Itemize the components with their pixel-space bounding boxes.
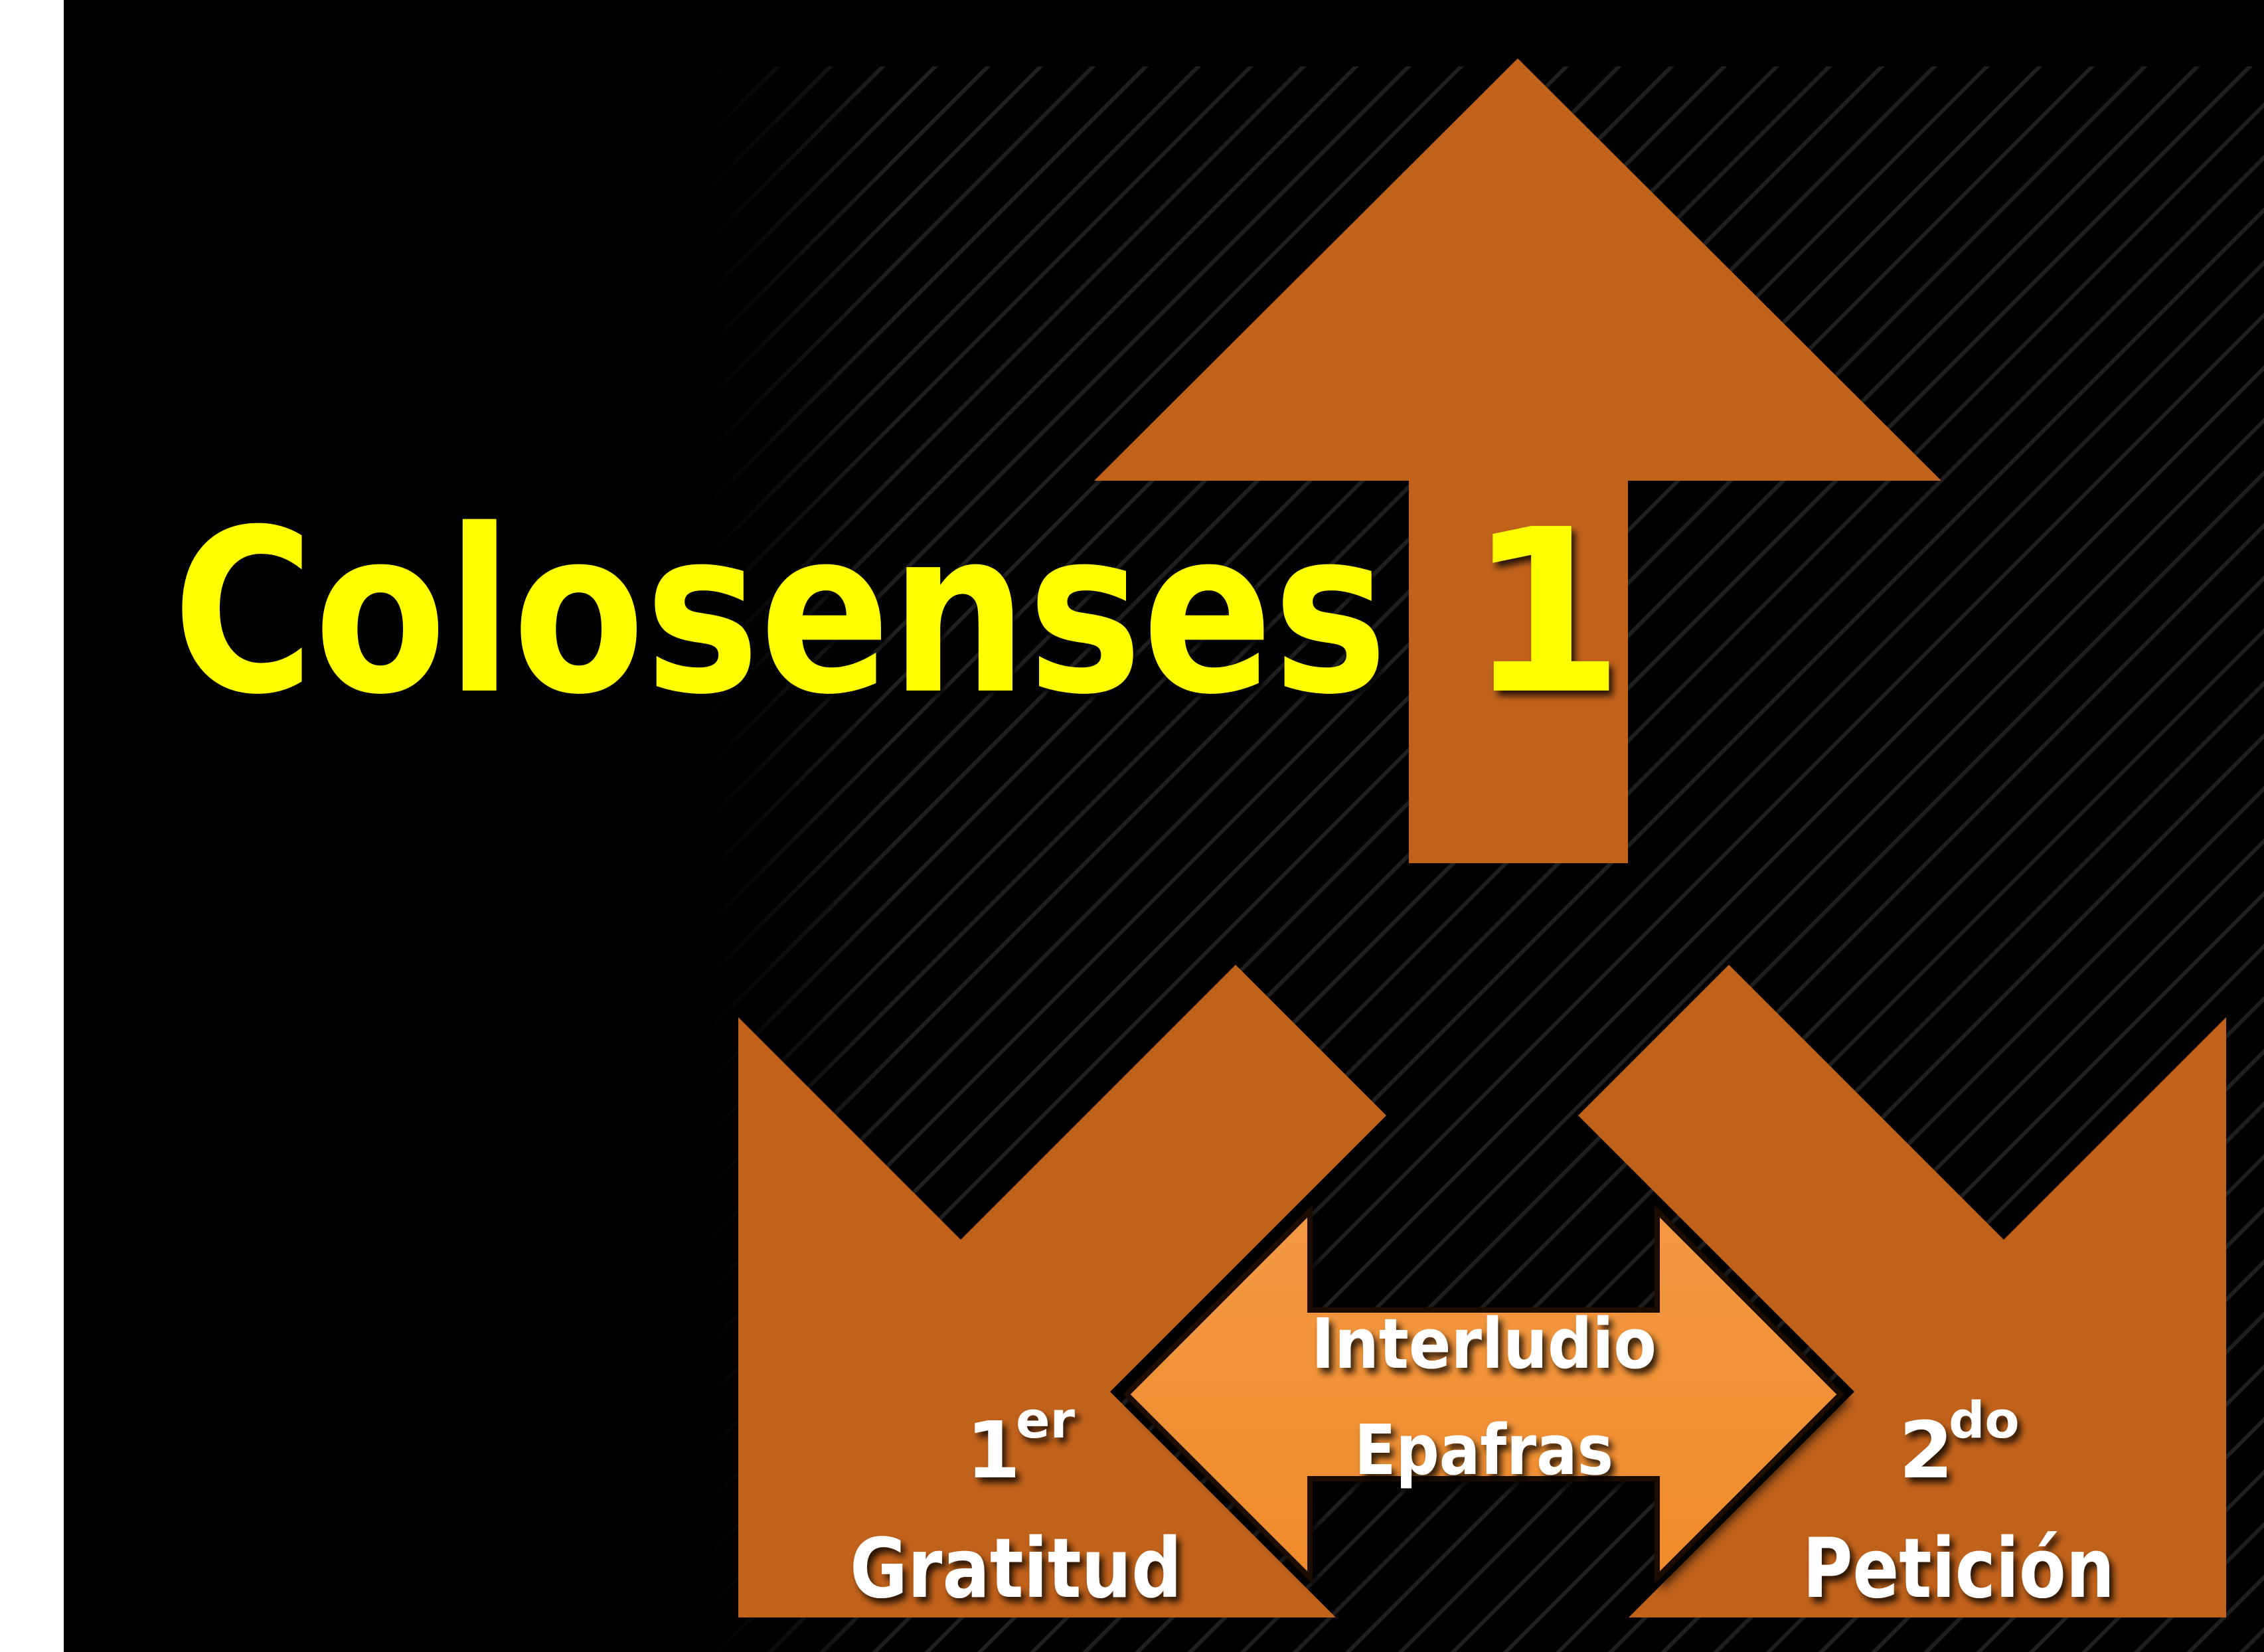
left-label: 1 er Gratitud xyxy=(850,1390,1182,1617)
center-label-line1: Interludio xyxy=(1311,1303,1657,1384)
left-label-text: Gratitud xyxy=(850,1521,1182,1617)
center-label: Interludio Epafras xyxy=(1311,1303,1657,1491)
left-down-arrow xyxy=(738,965,1386,1617)
title-word: Colosenses xyxy=(173,481,1388,744)
center-label-line2: Epafras xyxy=(1354,1410,1613,1491)
double-arrow xyxy=(1123,1204,1844,1584)
right-ordinal-number: 2 xyxy=(1899,1404,1953,1496)
right-label-text: Petición xyxy=(1803,1521,2115,1617)
left-ordinal-suffix: er xyxy=(1016,1390,1076,1449)
left-ordinal-number: 1 xyxy=(966,1404,1020,1496)
right-label: 2 do Petición xyxy=(1803,1390,2115,1617)
right-ordinal-suffix: do xyxy=(1949,1390,2020,1449)
title-number: 1 xyxy=(1467,481,1625,744)
right-down-arrow xyxy=(1578,965,2226,1617)
title: Colosenses 1 xyxy=(173,481,1625,744)
up-arrow xyxy=(1094,58,1941,863)
